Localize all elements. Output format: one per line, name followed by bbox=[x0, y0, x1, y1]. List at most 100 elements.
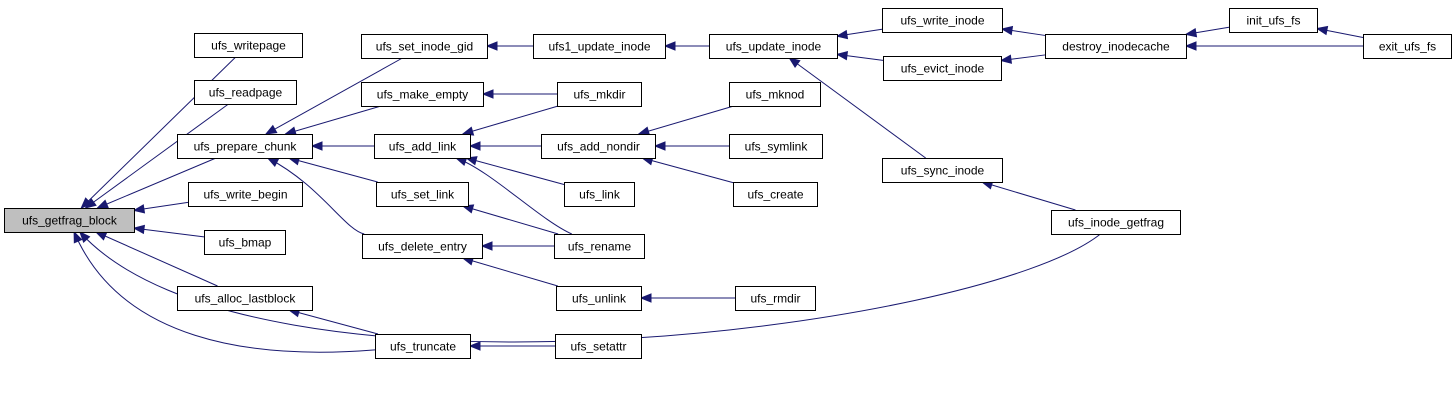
node-box[interactable] bbox=[541, 134, 656, 159]
node-box[interactable] bbox=[177, 134, 313, 159]
node-ufs1-update-inode[interactable]: ufs1_update_inode bbox=[533, 34, 666, 59]
node-box[interactable] bbox=[375, 334, 471, 359]
node-readpage[interactable]: ufs_readpage bbox=[194, 80, 297, 105]
node-rename[interactable]: ufs_rename bbox=[554, 234, 645, 259]
node-label: ufs_symlink bbox=[745, 140, 809, 154]
node-box[interactable] bbox=[1363, 34, 1452, 59]
node-label: ufs_inode_getfrag bbox=[1068, 216, 1164, 230]
node-box[interactable] bbox=[194, 80, 297, 105]
node-init-ufs-fs[interactable]: init_ufs_fs bbox=[1229, 8, 1318, 33]
arrow-head-icon bbox=[485, 41, 498, 51]
node-mkdir[interactable]: ufs_mkdir bbox=[557, 82, 642, 107]
node-writepage[interactable]: ufs_writepage bbox=[194, 33, 303, 58]
edge-exit_ufs_fs-to-destroy_inodecache bbox=[1184, 41, 1363, 51]
node-mknod[interactable]: ufs_mknod bbox=[729, 82, 821, 107]
arrow-head-icon bbox=[481, 89, 494, 99]
node-box[interactable] bbox=[376, 182, 469, 207]
node-write-inode[interactable]: ufs_write_inode bbox=[882, 8, 1003, 33]
node-box[interactable] bbox=[1229, 8, 1318, 33]
edge-line bbox=[265, 57, 403, 135]
node-box[interactable] bbox=[733, 182, 818, 207]
node-box[interactable] bbox=[729, 82, 821, 107]
edge-alloc_lastblock-to-getfrag_block bbox=[94, 231, 218, 287]
edge-ufs1_update_inode-to-set_inode_gid bbox=[485, 41, 533, 51]
node-link[interactable]: ufs_link bbox=[564, 182, 635, 207]
node-add-link[interactable]: ufs_add_link bbox=[374, 134, 471, 159]
node-box[interactable] bbox=[194, 33, 303, 58]
node-box[interactable] bbox=[1051, 210, 1181, 235]
node-box[interactable] bbox=[554, 234, 645, 259]
node-inode-getfrag[interactable]: ufs_inode_getfrag bbox=[1051, 210, 1181, 235]
node-create[interactable]: ufs_create bbox=[733, 182, 818, 207]
arrow-head-icon bbox=[468, 341, 481, 351]
node-delete-entry[interactable]: ufs_delete_entry bbox=[362, 234, 483, 259]
node-box[interactable] bbox=[883, 56, 1002, 81]
edge-setattr-to-truncate bbox=[468, 341, 555, 351]
edge-sync_inode-to-update_inode bbox=[788, 57, 926, 159]
node-box[interactable] bbox=[177, 286, 313, 311]
node-label: ufs_set_link bbox=[391, 188, 455, 202]
node-box[interactable] bbox=[361, 34, 488, 59]
edge-line bbox=[638, 105, 734, 135]
node-sync-inode[interactable]: ufs_sync_inode bbox=[882, 158, 1003, 183]
node-exit-ufs-fs[interactable]: exit_ufs_fs bbox=[1363, 34, 1452, 59]
node-rmdir[interactable]: ufs_rmdir bbox=[735, 286, 816, 311]
arrow-head-icon bbox=[835, 50, 849, 61]
node-getfrag-block[interactable]: ufs_getfrag_block bbox=[4, 208, 135, 233]
arrow-head-icon bbox=[132, 204, 146, 214]
arrow-head-icon bbox=[264, 124, 278, 135]
edge-line bbox=[455, 157, 572, 235]
node-add-nondir[interactable]: ufs_add_nondir bbox=[541, 134, 656, 159]
edge-line bbox=[789, 57, 926, 159]
node-label: ufs_add_link bbox=[389, 140, 457, 154]
node-box[interactable] bbox=[556, 286, 642, 311]
edge-create-to-add_nondir bbox=[640, 156, 734, 184]
edge-update_inode-to-ufs1_update_inode bbox=[663, 41, 709, 51]
node-label: ufs_setattr bbox=[570, 340, 626, 354]
edge-line bbox=[642, 157, 734, 184]
edge-init_ufs_fs-to-destroy_inodecache bbox=[1184, 26, 1230, 38]
node-box[interactable] bbox=[557, 82, 642, 107]
node-evict-inode[interactable]: ufs_evict_inode bbox=[883, 56, 1002, 81]
node-make-empty[interactable]: ufs_make_empty bbox=[361, 82, 484, 107]
node-box[interactable] bbox=[188, 182, 303, 207]
node-truncate[interactable]: ufs_truncate bbox=[375, 334, 471, 359]
node-box[interactable] bbox=[564, 182, 635, 207]
node-update-inode[interactable]: ufs_update_inode bbox=[709, 34, 838, 59]
node-label: init_ufs_fs bbox=[1246, 14, 1300, 28]
node-box[interactable] bbox=[729, 134, 823, 159]
node-set-inode-gid[interactable]: ufs_set_inode_gid bbox=[361, 34, 488, 59]
node-box[interactable] bbox=[735, 286, 816, 311]
node-set-link[interactable]: ufs_set_link bbox=[376, 182, 469, 207]
node-box[interactable] bbox=[555, 334, 642, 359]
edge-rename-to-add_link bbox=[454, 157, 572, 235]
node-box[interactable] bbox=[709, 34, 838, 59]
node-box[interactable] bbox=[374, 134, 471, 159]
node-setattr[interactable]: ufs_setattr bbox=[555, 334, 642, 359]
node-box[interactable] bbox=[204, 230, 286, 255]
arrow-head-icon bbox=[663, 41, 676, 51]
edge-line bbox=[462, 257, 558, 287]
edge-line bbox=[288, 157, 378, 183]
node-box[interactable] bbox=[882, 8, 1003, 33]
arrow-head-icon bbox=[284, 126, 297, 136]
node-box[interactable] bbox=[533, 34, 666, 59]
node-label: ufs_write_begin bbox=[203, 188, 287, 202]
node-prepare-chunk[interactable]: ufs_prepare_chunk bbox=[177, 134, 313, 159]
node-box[interactable] bbox=[882, 158, 1003, 183]
node-box[interactable] bbox=[1045, 34, 1187, 59]
edge-truncate-to-alloc_lastblock bbox=[287, 308, 379, 335]
node-box[interactable] bbox=[361, 82, 484, 107]
node-alloc-lastblock[interactable]: ufs_alloc_lastblock bbox=[177, 286, 313, 311]
node-box[interactable] bbox=[4, 208, 135, 233]
node-label: ufs_delete_entry bbox=[378, 240, 467, 254]
node-label: ufs_unlink bbox=[572, 292, 627, 306]
node-unlink[interactable]: ufs_unlink bbox=[556, 286, 642, 311]
node-symlink[interactable]: ufs_symlink bbox=[729, 134, 823, 159]
node-destroy-inodecache[interactable]: destroy_inodecache bbox=[1045, 34, 1187, 59]
node-box[interactable] bbox=[362, 234, 483, 259]
node-label: ufs_readpage bbox=[209, 86, 283, 100]
node-label: ufs_add_nondir bbox=[557, 140, 640, 154]
node-write-begin[interactable]: ufs_write_begin bbox=[188, 182, 303, 207]
node-bmap[interactable]: ufs_bmap bbox=[204, 230, 286, 255]
